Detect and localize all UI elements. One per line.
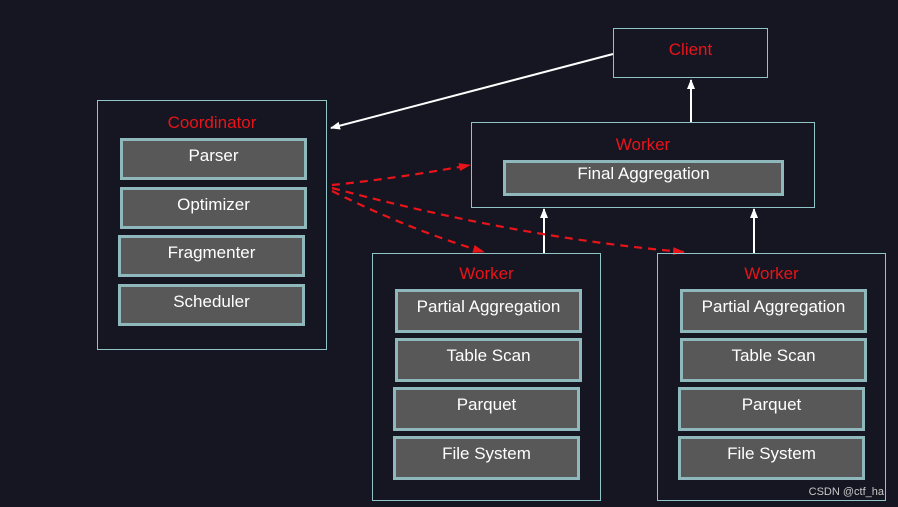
dispatch-to-final-worker-arrow (331, 163, 471, 187)
client-to-coordinator-arrow (330, 53, 614, 130)
coordinator-title: Coordinator (167, 113, 257, 132)
partial-aggregation-module: Partial Aggregation (680, 289, 867, 333)
scheduler-module: Scheduler (118, 284, 305, 326)
worker-left-title: Worker (459, 264, 514, 283)
dispatch-to-left-worker-arrow (331, 190, 485, 254)
dispatch-to-right-worker-arrow (331, 186, 685, 256)
client-box: Client (613, 28, 768, 78)
client-label: Client (668, 40, 713, 59)
parser-module: Parser (120, 138, 307, 180)
worker-left-box: Worker Partial Aggregation Table Scan Pa… (372, 253, 601, 501)
worker-right-title: Worker (744, 264, 799, 283)
fragmenter-module: Fragmenter (118, 235, 305, 277)
watermark: CSDN @ctf_ha (808, 486, 884, 498)
final-aggregation-module: Final Aggregation (503, 160, 784, 196)
final-worker-title: Worker (615, 135, 671, 154)
final-worker-box: Worker Final Aggregation (471, 122, 815, 208)
partial-aggregation-module: Partial Aggregation (395, 289, 582, 333)
table-scan-module: Table Scan (680, 338, 867, 382)
table-scan-module: Table Scan (395, 338, 582, 382)
parquet-module: Parquet (678, 387, 865, 431)
file-system-module: File System (678, 436, 865, 480)
coordinator-box: Coordinator Parser Optimizer Fragmenter … (97, 100, 327, 350)
optimizer-module: Optimizer (120, 187, 307, 229)
worker-right-box: Worker Partial Aggregation Table Scan Pa… (657, 253, 886, 501)
file-system-module: File System (393, 436, 580, 480)
parquet-module: Parquet (393, 387, 580, 431)
